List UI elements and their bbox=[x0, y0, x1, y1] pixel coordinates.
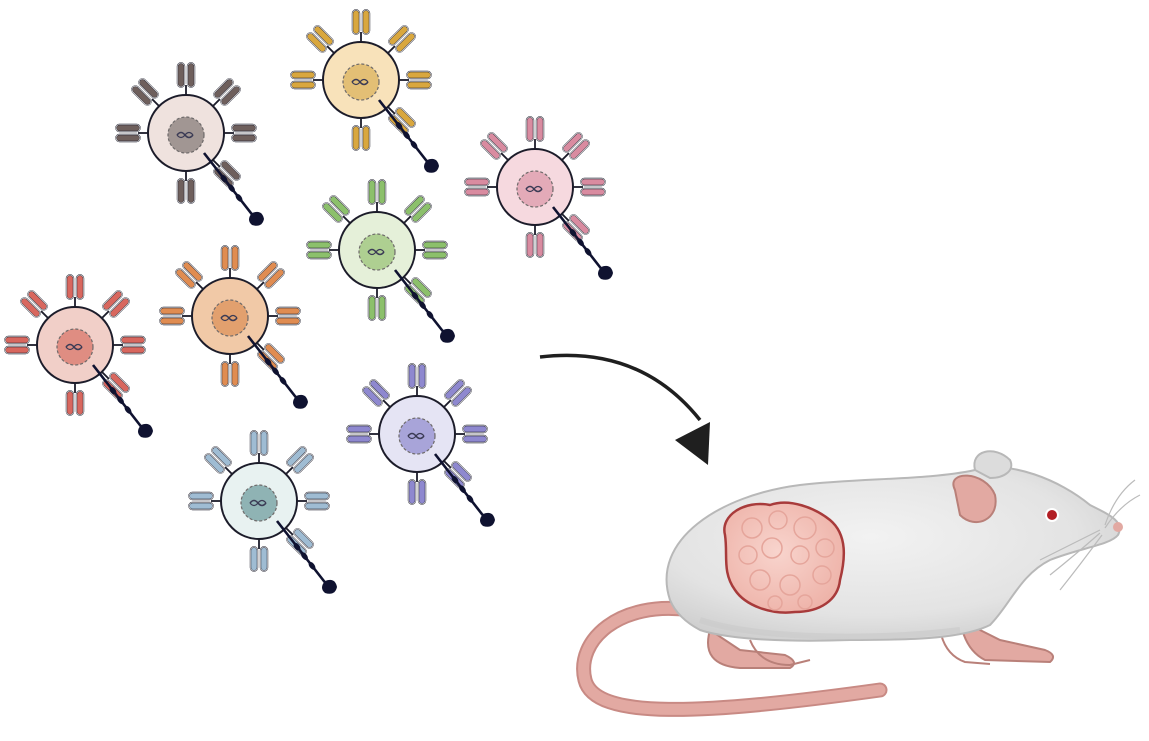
receptor bbox=[175, 261, 204, 290]
receptor bbox=[407, 472, 427, 505]
receptor bbox=[220, 354, 240, 387]
arrow-head bbox=[675, 422, 710, 465]
tail-terminal bbox=[424, 158, 439, 173]
tail-terminal bbox=[293, 394, 308, 409]
intracellular-tail bbox=[393, 269, 455, 343]
cell-brown bbox=[115, 62, 264, 226]
intracellular-tail bbox=[433, 453, 495, 527]
receptor bbox=[20, 290, 49, 319]
curved-arrow bbox=[539, 353, 710, 465]
cell-population bbox=[4, 9, 613, 594]
mouse-nose bbox=[1113, 522, 1123, 532]
receptor bbox=[4, 335, 37, 355]
receptor bbox=[351, 9, 371, 42]
receptor bbox=[249, 539, 269, 572]
receptor bbox=[249, 430, 269, 463]
receptor bbox=[297, 491, 330, 511]
mouse-tail bbox=[578, 603, 886, 715]
receptor bbox=[176, 171, 196, 204]
tail-terminal bbox=[322, 579, 337, 594]
mouse-front-foot bbox=[958, 618, 1055, 664]
receptor bbox=[224, 123, 257, 143]
receptor bbox=[65, 274, 85, 307]
tail-terminal bbox=[598, 265, 613, 280]
receptor bbox=[131, 78, 160, 107]
receptor bbox=[443, 379, 472, 408]
receptor bbox=[561, 132, 590, 161]
receptor bbox=[525, 116, 545, 149]
receptor bbox=[346, 424, 379, 444]
receptor bbox=[101, 290, 130, 319]
receptor bbox=[322, 195, 351, 224]
cell-blue bbox=[188, 430, 337, 594]
receptor bbox=[204, 446, 233, 475]
cell-orange bbox=[159, 245, 308, 409]
receptor bbox=[220, 245, 240, 278]
receptor bbox=[285, 446, 314, 475]
receptor bbox=[115, 123, 148, 143]
receptor bbox=[573, 177, 606, 197]
tail-terminal bbox=[480, 512, 495, 527]
mouse-whiskers bbox=[1039, 479, 1141, 591]
receptor bbox=[367, 179, 387, 212]
receptor bbox=[387, 25, 416, 54]
receptor bbox=[480, 132, 509, 161]
intracellular-tail bbox=[275, 520, 337, 594]
receptor bbox=[525, 225, 545, 258]
cell-yellow bbox=[290, 9, 439, 173]
mouse-eye bbox=[1047, 510, 1057, 520]
receptor bbox=[268, 306, 301, 326]
receptor bbox=[306, 25, 335, 54]
receptor bbox=[399, 70, 432, 90]
receptor bbox=[464, 177, 497, 197]
intracellular-tail bbox=[202, 152, 264, 226]
mouse-ear bbox=[952, 474, 997, 524]
tail-terminal bbox=[138, 423, 153, 438]
receptor bbox=[159, 306, 192, 326]
receptor bbox=[176, 62, 196, 95]
receptor bbox=[188, 491, 221, 511]
receptor bbox=[415, 240, 448, 260]
cell-pink bbox=[464, 116, 613, 280]
cell-green bbox=[306, 179, 455, 343]
mouse-hind-foot bbox=[707, 628, 795, 669]
tail-terminal bbox=[440, 328, 455, 343]
receptor bbox=[212, 78, 241, 107]
mouse-ear-back bbox=[973, 450, 1013, 480]
arrow-shaft bbox=[539, 353, 702, 422]
tail-terminal bbox=[249, 211, 264, 226]
receptor bbox=[362, 379, 391, 408]
tumor bbox=[723, 501, 846, 614]
receptor bbox=[256, 261, 285, 290]
receptor bbox=[455, 424, 488, 444]
intracellular-tail bbox=[246, 335, 308, 409]
mouse-illustration bbox=[576, 450, 1141, 717]
receptor bbox=[290, 70, 323, 90]
receptor bbox=[65, 383, 85, 416]
receptor bbox=[407, 363, 427, 396]
intracellular-tail bbox=[91, 364, 153, 438]
cell-purple bbox=[346, 363, 495, 527]
receptor bbox=[306, 240, 339, 260]
intracellular-tail bbox=[377, 99, 439, 173]
receptor bbox=[351, 118, 371, 151]
receptor bbox=[403, 195, 432, 224]
receptor bbox=[113, 335, 146, 355]
cell-red bbox=[4, 274, 153, 438]
receptor bbox=[367, 288, 387, 321]
intracellular-tail bbox=[551, 206, 613, 280]
tumor-mass bbox=[723, 501, 846, 614]
